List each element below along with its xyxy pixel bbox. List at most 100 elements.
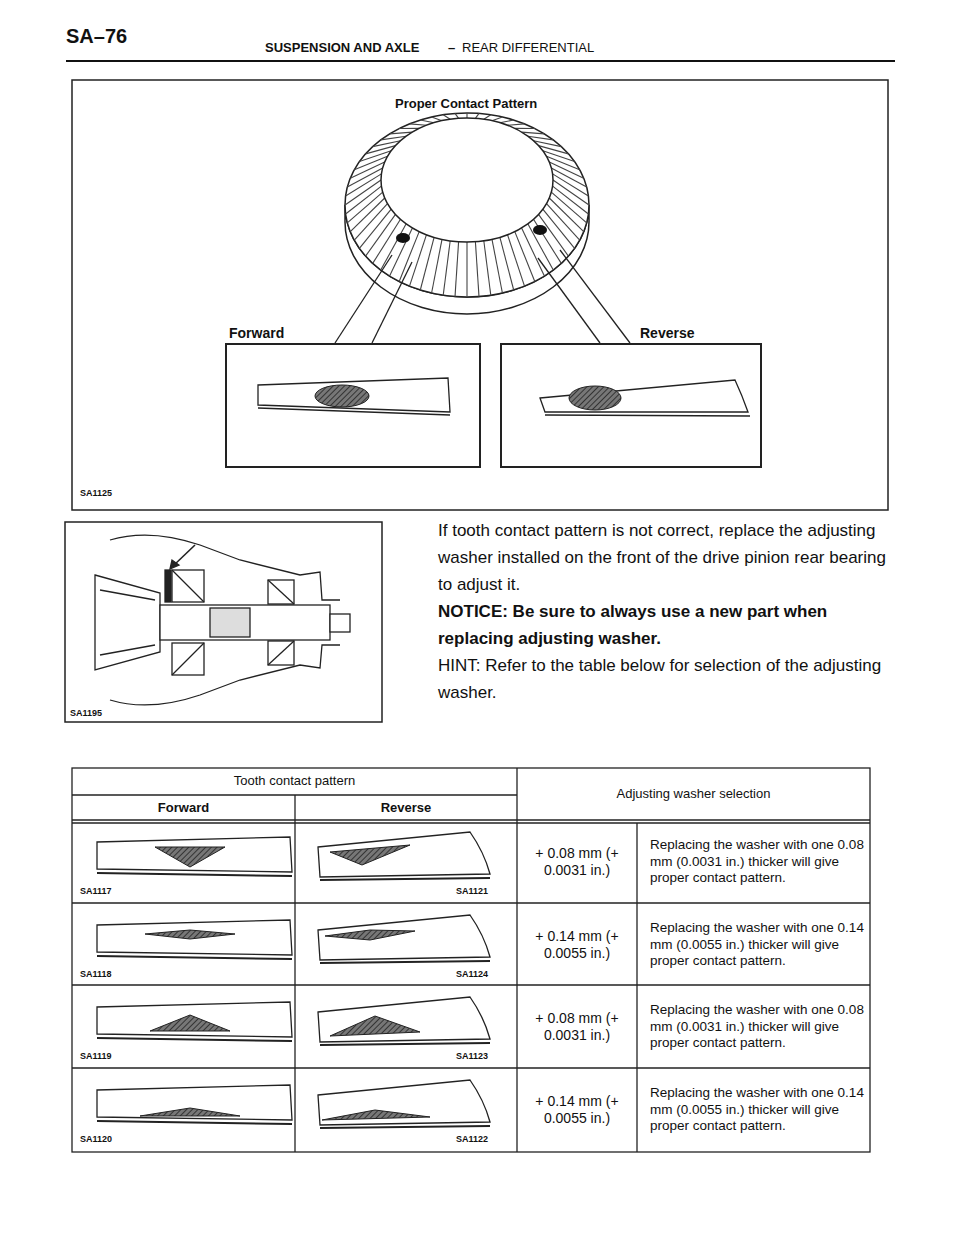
gear-tooth-line <box>432 239 442 293</box>
gear-tooth-line <box>347 192 382 223</box>
gear-tooth-line <box>420 237 434 290</box>
gear-tooth-line <box>508 235 525 286</box>
leader-line <box>372 262 412 343</box>
gear-tooth <box>318 832 490 877</box>
gear-tooth <box>97 920 292 955</box>
table-rule <box>72 822 870 823</box>
gear-tooth-edge <box>320 878 490 880</box>
body-paragraph: NOTICE: Be sure to always use a new part… <box>438 598 900 652</box>
bearing-roller <box>172 643 204 675</box>
gear-tooth-edge <box>320 1126 490 1128</box>
figure-code: SA1124 <box>456 969 488 980</box>
gear-tooth-line <box>455 242 459 297</box>
washer-value: + 0.08 mm (+ 0.0031 in.) <box>519 823 635 901</box>
gear-outer <box>345 113 589 297</box>
gear-tooth-line <box>515 128 535 129</box>
gear-tooth-line <box>528 224 554 270</box>
gear-opening <box>381 118 553 242</box>
table-rule <box>72 902 870 903</box>
gear-tooth-edge <box>97 1038 292 1041</box>
figure-code: SA1117 <box>80 886 112 897</box>
figure-code: SA1120 <box>80 1134 112 1145</box>
gear-tooth-line <box>410 235 427 286</box>
body-paragraph: If tooth contact pattern is not correct,… <box>438 517 900 598</box>
text-column: If tooth contact pattern is not correct,… <box>438 517 900 706</box>
gear-tooth-line <box>410 124 427 125</box>
gear-line <box>100 645 155 655</box>
figure-frame <box>65 522 382 722</box>
front-bearing <box>268 641 294 665</box>
rear-bearing <box>172 570 204 602</box>
gear-tooth-line <box>522 228 545 276</box>
gear-tooth-line <box>508 124 525 125</box>
gear-tooth-edge <box>97 956 292 959</box>
body-paragraph: HINT: Refer to the table below for selec… <box>438 652 900 706</box>
gear-tooth-line <box>350 198 384 232</box>
table-rule <box>72 984 870 985</box>
gear-tooth-edge <box>97 873 292 876</box>
figure-code: SA1118 <box>80 969 112 980</box>
washer-value: + 0.14 mm (+ 0.0055 in.) <box>519 1071 635 1149</box>
contact-pattern <box>150 1015 230 1031</box>
box-heading: Forward <box>229 325 284 341</box>
table-teeth <box>97 832 490 1128</box>
gear-tooth-line <box>500 120 514 123</box>
gear-tooth <box>540 380 748 412</box>
spline <box>210 608 250 637</box>
gear-tooth-line <box>484 241 491 295</box>
gear-tooth-line <box>346 186 382 214</box>
bearing-roller <box>268 580 294 604</box>
table-grid <box>72 768 870 1152</box>
washer-value: + 0.08 mm (+ 0.0031 in.) <box>519 988 635 1066</box>
figure-code: SA1125 <box>80 488 112 499</box>
contact-pattern <box>330 1016 420 1036</box>
washer-note: Replacing the washer with one 0.08 mm (0… <box>647 823 867 901</box>
figure-code: SA1123 <box>456 1051 488 1062</box>
table-rule <box>72 1067 870 1068</box>
pinion-shaft <box>160 605 330 640</box>
figure-code: SA1195 <box>70 708 102 719</box>
table-header: Adjusting washer selection <box>517 768 870 820</box>
figure-code: SA1121 <box>456 886 488 897</box>
gear-tooth <box>97 1085 292 1120</box>
table-border <box>72 768 870 1152</box>
table-rule <box>294 795 295 1152</box>
box-heading: Reverse <box>640 325 695 341</box>
adjusting-washer <box>165 570 171 602</box>
gear-tooth-line <box>475 242 479 297</box>
figure-code: SA1122 <box>456 1134 488 1145</box>
contact-pattern <box>140 1108 240 1116</box>
gear-tooth-line <box>553 174 589 196</box>
shaft-end <box>330 614 350 632</box>
leader-line <box>560 250 630 343</box>
pinion-assembly <box>95 535 350 705</box>
gear-tooth <box>318 997 490 1042</box>
subsection-title: REAR DIFFERENTIAL <box>462 40 594 56</box>
gear-tooth-edge <box>545 415 750 416</box>
rear-bearing <box>172 643 204 675</box>
gear-tooth-line <box>466 242 467 297</box>
gear-tooth-edge <box>258 408 450 415</box>
gear-tooth-edge <box>320 961 490 963</box>
contact-pattern <box>569 386 621 410</box>
gear-tooth-line <box>492 239 502 293</box>
gear-line <box>100 590 155 600</box>
pattern-box: Forward <box>225 343 481 468</box>
contact-pattern <box>155 847 225 867</box>
gear-tooth-line <box>399 128 419 129</box>
contact-pattern <box>325 930 415 940</box>
gear-tooth-line <box>553 186 589 214</box>
gear-tooth <box>318 1080 490 1125</box>
figure-frame <box>72 80 888 510</box>
ring-gear <box>345 113 589 314</box>
bearing-roller <box>268 641 294 665</box>
gear-tooth <box>97 837 292 872</box>
bearing-roller <box>172 570 204 602</box>
gear-tooth-line <box>500 237 514 290</box>
gear-tooth-line <box>515 232 535 282</box>
gear-tooth-edge <box>97 1121 292 1124</box>
figure-title: Proper Contact Pattern <box>395 96 537 112</box>
washer-note: Replacing the washer with one 0.14 mm (0… <box>647 906 867 984</box>
pattern-box: Reverse <box>500 343 762 468</box>
pinion-gear <box>95 575 160 670</box>
